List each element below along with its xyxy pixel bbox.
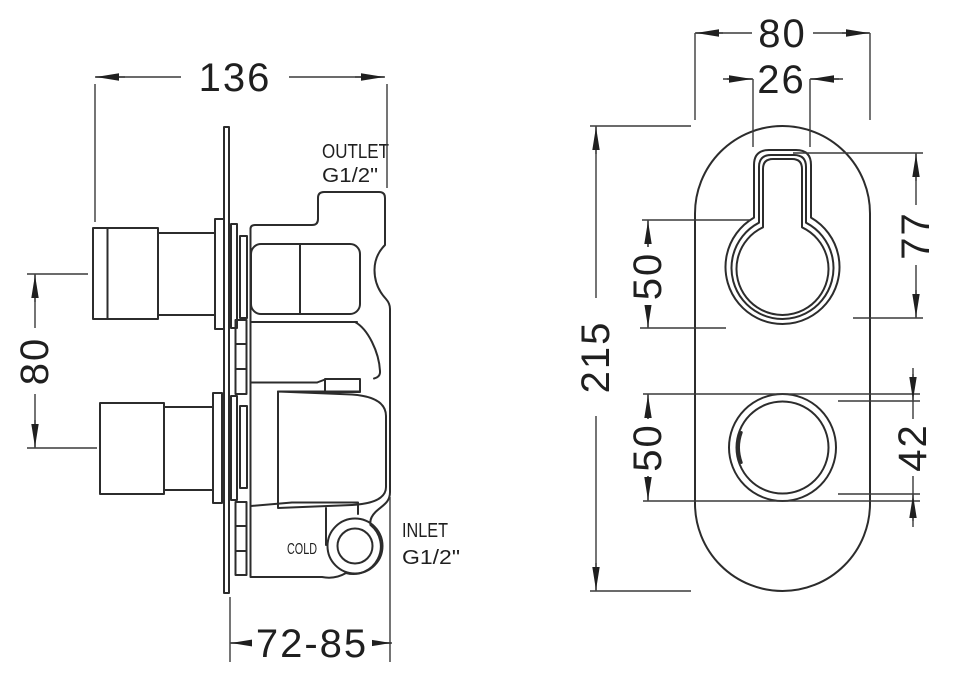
top-handle-flange — [214, 218, 225, 330]
knob-shade-arc — [737, 431, 743, 464]
dim-plate-height: 215 — [574, 125, 691, 592]
dim-80-side-text: 80 — [13, 337, 57, 386]
side-view: OUTLET G1/2" INLET G1/2" COLD 136 80 — [13, 56, 460, 666]
cold-label: COLD — [287, 541, 317, 558]
lower-waterway-lines — [250, 501, 359, 546]
dim-50-upper-text: 50 — [626, 252, 670, 301]
inlet-port-outer — [326, 517, 384, 575]
upper-chamber — [250, 243, 361, 315]
knob-face — [735, 400, 830, 495]
valve-body-outline — [249, 191, 391, 579]
dim-42-text: 42 — [891, 423, 935, 472]
dim-plate-width: 80 — [694, 12, 871, 120]
inlet-port-inner — [336, 527, 374, 565]
dim-50-lower-text: 50 — [626, 423, 670, 472]
inlet-label: INLET — [402, 520, 448, 542]
top-handle-stem — [157, 232, 216, 316]
lever-cutout-inner — [735, 158, 830, 316]
dim-handle-spacing: 80 — [13, 273, 97, 449]
top-handle-side — [92, 218, 225, 330]
cartridge-washers — [230, 223, 248, 501]
bottom-handle-stem — [163, 406, 214, 491]
wall-plate-side — [223, 126, 230, 594]
outlet-thread-label: G1/2" — [322, 165, 378, 187]
dim-26-text: 26 — [757, 58, 806, 102]
bottom-handle-side — [99, 392, 223, 504]
lever-cutout-mid — [730, 154, 835, 320]
outlet-label: OUTLET — [322, 141, 389, 163]
dim-lever-width: 26 — [723, 58, 843, 147]
front-view: 80 26 215 — [574, 12, 938, 592]
bottom-handle-cap — [99, 402, 165, 495]
dim-77-text: 77 — [894, 211, 938, 260]
dim-upper-spacing: 50 — [626, 219, 750, 329]
body-waist-curve — [354, 321, 382, 380]
dim-lever-height: 77 — [793, 152, 938, 319]
dim-overall-width: 136 — [94, 56, 388, 222]
dim-136-text: 136 — [199, 56, 272, 100]
lever-cutout-outer — [724, 149, 841, 325]
inlet-thread-label: G1/2" — [402, 547, 460, 569]
mid-port-block — [324, 378, 361, 393]
mid-separator-joggle — [316, 378, 326, 384]
knob-trim-ring — [728, 393, 837, 502]
dim-72-85-text: 72-85 — [256, 622, 368, 666]
threaded-segments — [234, 319, 248, 576]
bottom-handle-flange — [212, 392, 223, 504]
lower-cartridge-cone — [277, 390, 387, 509]
faceplate-front — [694, 125, 871, 592]
dim-80-front-text: 80 — [758, 12, 807, 56]
top-handle-cap — [92, 227, 159, 320]
dim-knob-diameter: 42 — [838, 368, 935, 527]
dim-install-depth: 72-85 — [229, 497, 392, 666]
dim-lower-spacing: 50 — [626, 393, 920, 502]
dim-215-text: 215 — [574, 321, 618, 394]
